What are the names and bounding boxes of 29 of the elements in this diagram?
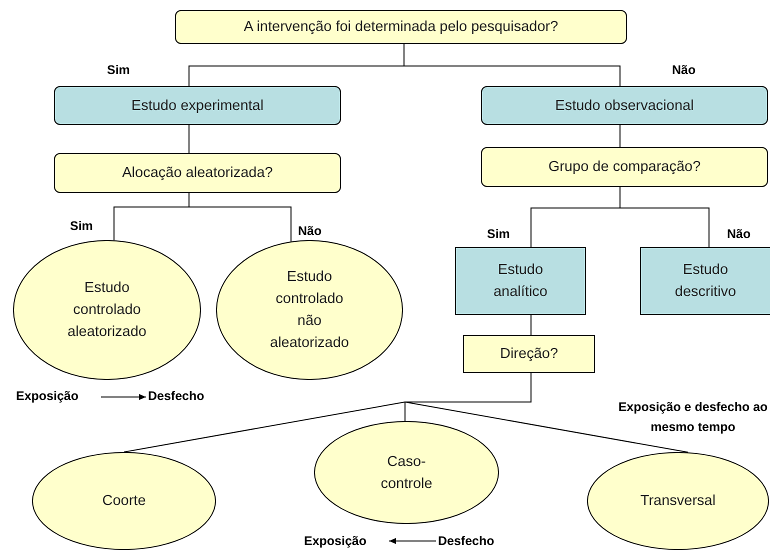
annotation-text: Exposição	[304, 534, 367, 548]
branch-label: Não	[298, 224, 322, 238]
annotation-text: Desfecho	[148, 389, 204, 403]
category-box: Estudo experimental	[54, 86, 341, 125]
study-ellipse: Coorte	[32, 452, 216, 550]
branch-label: Não	[672, 63, 696, 77]
connector-line	[530, 314, 532, 336]
connector-line	[188, 124, 190, 154]
branch-label: Sim	[107, 63, 130, 77]
category-box: Estudo observacional	[481, 86, 768, 125]
question-box: A intervenção foi determinada pelo pesquisador?	[175, 10, 627, 44]
question-box: Direção?	[463, 335, 595, 373]
study-ellipse: Caso-controle	[314, 421, 499, 524]
branch-label: Sim	[487, 227, 510, 241]
branch-label: Sim	[70, 219, 93, 233]
question-box: Alocação aleatorizada?	[54, 153, 341, 193]
connector-line	[620, 186, 710, 248]
annotation-text: Exposição	[16, 389, 79, 403]
study-ellipse: Transversal	[587, 452, 769, 550]
branch-label: Não	[727, 227, 751, 241]
category-box: Estudo analítico	[455, 247, 586, 315]
study-ellipse: Estudo controlado não aleatorizado	[216, 240, 403, 380]
category-box: Estudo descritivo	[640, 247, 770, 315]
annotation-text: Desfecho	[438, 534, 494, 548]
question-box: Grupo de comparação?	[481, 147, 768, 187]
connector-line	[188, 192, 292, 242]
connector-line	[404, 44, 620, 86]
study-ellipse: Estudo controlado aleatorizado	[13, 240, 201, 380]
annotation-text: Exposição e desfecho ao mesmo tempo	[617, 399, 769, 436]
